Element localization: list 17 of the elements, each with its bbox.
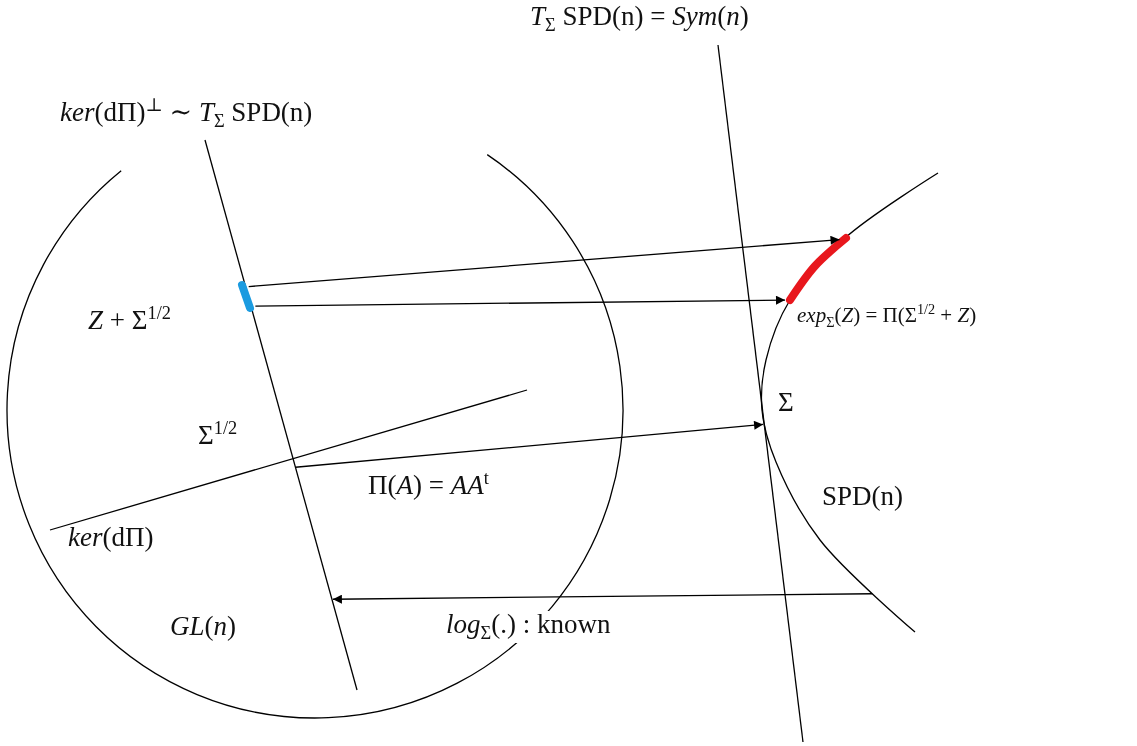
highlighted-segment <box>786 234 850 304</box>
math-label: exp$_{Σ}$(Z) = Π(Σ$^{1/2}$ + Z) <box>797 302 977 331</box>
math-label: T$_{Σ}$ SPD(n) = Sym(n) <box>530 2 749 36</box>
arrow <box>254 295 786 307</box>
math-label: SPD(n) <box>822 482 903 512</box>
arrow <box>294 420 764 468</box>
math-label: Σ <box>778 388 794 418</box>
arrow <box>248 235 841 288</box>
math-label: Σ$^{1/2}$ <box>198 418 238 451</box>
edge-label: log$_{Σ}$(.) : known <box>446 611 611 643</box>
math-label: GL(n) <box>170 612 236 642</box>
arrow <box>332 593 873 604</box>
manifold-curve <box>760 172 939 633</box>
math-label: Z + Σ$^{1/2}$ <box>88 303 171 336</box>
math-label: ker(dΠ) <box>68 523 154 553</box>
highlighted-segment <box>238 281 254 312</box>
math-label: ker(dΠ)$^{⊥}$ ∼ T$_{Σ}$ SPD(n) <box>60 95 313 132</box>
